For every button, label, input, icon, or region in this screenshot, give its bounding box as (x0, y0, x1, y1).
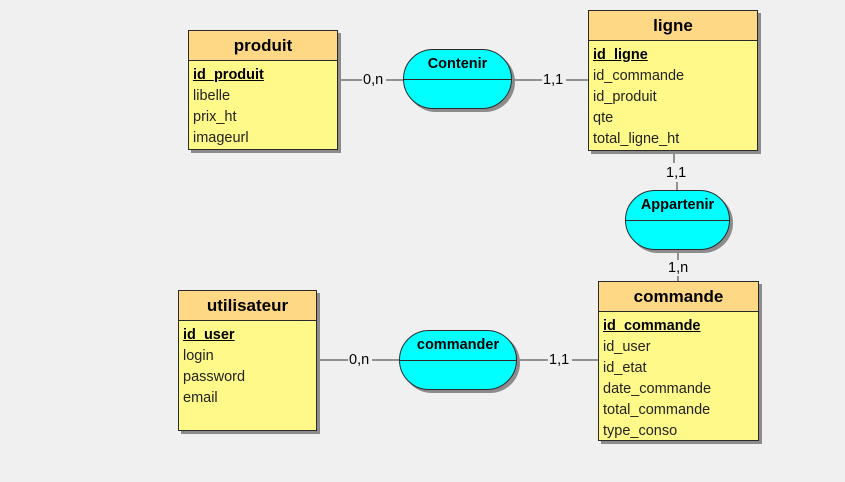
attr-imageurl: imageurl (193, 130, 249, 146)
association-contenir-label: Contenir (404, 50, 511, 80)
association-commander-label: commander (400, 331, 516, 361)
entity-produit-attributes: id_produit libelle prix_ht imageurl (189, 61, 337, 153)
attr-total-commande: total_commande (603, 402, 711, 418)
attr-qte: qte (593, 110, 614, 126)
cardinality-ligne-contenir: 1,1 (542, 72, 565, 88)
attr-prix-ht: prix_ht (193, 109, 237, 125)
entity-ligne[interactable]: ligne id_ligne id_commande id_produit qt… (588, 10, 758, 151)
entity-commande-title: commande (599, 282, 758, 312)
attr-email: email (183, 390, 218, 406)
attr-login: login (183, 348, 214, 364)
entity-utilisateur-attributes: id_user login password email (179, 321, 316, 413)
association-appartenir[interactable]: Appartenir (625, 190, 730, 250)
entity-commande-attributes: id_commande id_user id_etat date_command… (599, 312, 758, 446)
entity-produit[interactable]: produit id_produit libelle prix_ht image… (188, 30, 338, 150)
cardinality-ligne-appartenir: 1,1 (665, 165, 688, 181)
association-appartenir-label: Appartenir (626, 191, 729, 221)
attr-id-ligne: id_ligne (593, 47, 648, 63)
entity-produit-title: produit (189, 31, 337, 61)
attr-id-commande: id_commande (593, 68, 685, 84)
attr-password: password (183, 369, 246, 385)
attr-type-conso: type_conso (603, 423, 678, 439)
attr-id-commande: id_commande (603, 318, 701, 334)
attr-date-commande: date_commande (603, 381, 712, 397)
association-contenir[interactable]: Contenir (403, 49, 512, 109)
attr-id-user: id_user (183, 327, 235, 343)
cardinality-utilisateur-commander: 0,n (348, 352, 371, 368)
cardinality-produit-contenir: 0,n (362, 72, 385, 88)
attr-id-user: id_user (603, 339, 651, 355)
entity-ligne-title: ligne (589, 11, 757, 41)
cardinality-commande-appartenir: 1,n (667, 260, 690, 276)
entity-commande[interactable]: commande id_commande id_user id_etat dat… (598, 281, 759, 441)
entity-utilisateur-title: utilisateur (179, 291, 316, 321)
attr-id-produit: id_produit (593, 89, 657, 105)
association-commander[interactable]: commander (399, 330, 517, 390)
attr-id-produit: id_produit (193, 67, 264, 83)
entity-utilisateur[interactable]: utilisateur id_user login password email (178, 290, 317, 431)
attr-libelle: libelle (193, 88, 231, 104)
entity-ligne-attributes: id_ligne id_commande id_produit qte tota… (589, 41, 757, 154)
attr-id-etat: id_etat (603, 360, 647, 376)
cardinality-commande-commander: 1,1 (548, 352, 571, 368)
attr-total-ligne-ht: total_ligne_ht (593, 131, 680, 147)
